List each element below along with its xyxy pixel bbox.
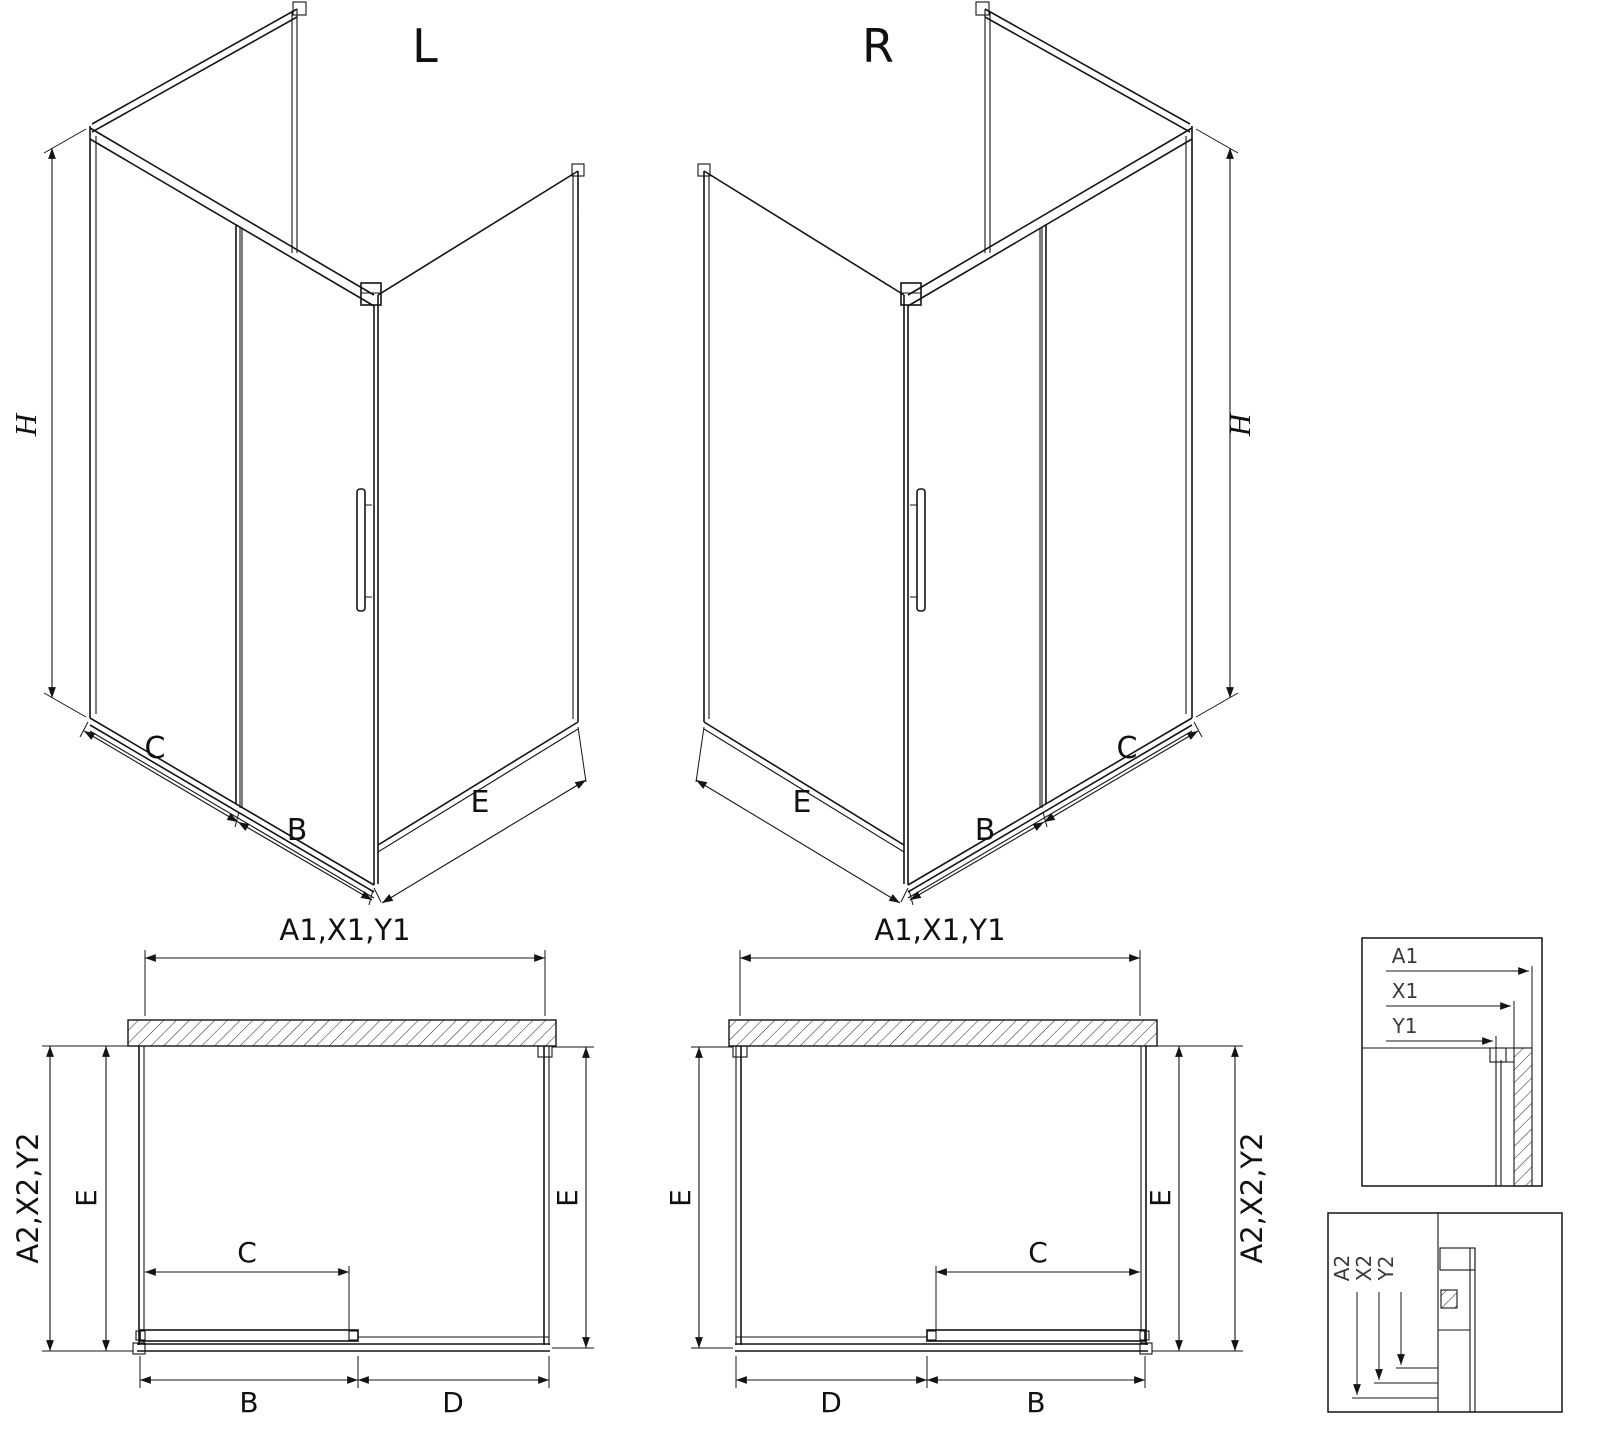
dim-label-c: C <box>1028 1236 1048 1269</box>
sliding-door-panel <box>235 224 375 885</box>
leader-a1: A1 <box>1386 944 1533 1048</box>
dimension-c: C <box>1042 721 1203 828</box>
dim-label-h: H <box>8 412 43 437</box>
left-glass-panel <box>132 1046 146 1355</box>
dim-label-c: C <box>1117 731 1138 766</box>
dimension-c: C <box>935 1236 1140 1332</box>
plan-view-right: A1,X1,Y1 A2,X2,Y2 E E C D <box>664 913 1269 1419</box>
bottom-rail <box>907 717 1193 899</box>
detail-label-a2: A2 <box>1330 1255 1354 1281</box>
dim-label-e: E <box>70 1189 103 1207</box>
sliding-door <box>135 1329 359 1342</box>
bottom-rail <box>89 717 375 899</box>
door-profile-section <box>1437 1213 1476 1412</box>
right-glass-panel <box>537 1045 553 1345</box>
leader-a2: A2 <box>1330 1255 1438 1399</box>
dimension-a2x2y2: A2,X2,Y2 <box>11 1045 134 1352</box>
back-corner-profile <box>1185 126 1193 718</box>
dim-label-e: E <box>793 785 812 820</box>
dimension-a2x2y2: A2,X2,Y2 <box>1151 1045 1269 1352</box>
dimension-e-right: E <box>1144 1046 1183 1351</box>
back-corner-profile <box>89 126 97 718</box>
sliding-door <box>926 1329 1150 1342</box>
top-rail <box>907 127 1193 307</box>
leader-y1: Y1 <box>1386 1014 1497 1060</box>
dimension-e-left: E <box>664 1046 733 1349</box>
dim-label-b: B <box>287 813 308 848</box>
dim-label-e: E <box>664 1189 697 1207</box>
detail-label-x2: X2 <box>1352 1255 1376 1281</box>
dim-label-c: C <box>145 731 166 766</box>
dimension-e-left: E <box>70 1046 110 1351</box>
dimension-b: B <box>926 1356 1146 1419</box>
top-rail <box>89 127 375 307</box>
view-title-right: R <box>862 19 894 73</box>
sliding-door-panel <box>907 224 1047 885</box>
front-track-and-fixed-glass <box>735 1336 1148 1352</box>
dim-label-e: E <box>551 1189 584 1207</box>
dimension-c: C <box>79 721 240 828</box>
dimension-a1x1y1: A1,X1,Y1 <box>739 913 1141 1016</box>
wall-section <box>728 1019 1158 1047</box>
right-glass-panel <box>1139 1046 1153 1355</box>
dim-label-d: D <box>442 1386 464 1419</box>
front-track-and-fixed-glass <box>137 1336 550 1352</box>
wall-section <box>127 1019 557 1047</box>
dim-label-a1x1y1: A1,X1,Y1 <box>874 913 1005 947</box>
dim-label-c: C <box>237 1236 257 1269</box>
dim-label-a2x2y2: A2,X2,Y2 <box>11 1132 45 1263</box>
dim-label-b: B <box>239 1386 258 1419</box>
detail-view-top: A1 X1 Y1 <box>1361 937 1543 1187</box>
dimension-h-left: H <box>8 128 87 718</box>
dimension-a1x1y1: A1,X1,Y1 <box>144 913 546 1016</box>
iso-view-left: L <box>8 1 587 906</box>
dimension-c: C <box>145 1236 350 1332</box>
dim-label-a2x2y2: A2,X2,Y2 <box>1235 1132 1269 1263</box>
leader-x1: X1 <box>1386 979 1515 1048</box>
dim-label-e: E <box>1144 1189 1177 1207</box>
view-title-left: L <box>412 19 438 73</box>
dimension-d: D <box>735 1356 927 1419</box>
detail-label-a1: A1 <box>1392 944 1418 968</box>
plan-view-left: A1,X1,Y1 A2,X2,Y2 E E C B <box>11 913 594 1419</box>
leader-x2: X2 <box>1352 1255 1438 1384</box>
dimension-d: D <box>358 1356 550 1419</box>
dim-label-d: D <box>820 1386 842 1419</box>
detail-label-y2: Y2 <box>1374 1256 1398 1282</box>
dimension-e-right: E <box>551 1046 594 1349</box>
side-glass-panel <box>697 163 905 884</box>
detail-view-bottom: A2 X2 Y2 <box>1327 1212 1563 1413</box>
door-handle <box>356 488 372 612</box>
dim-label-a1x1y1: A1,X1,Y1 <box>279 913 410 947</box>
dimension-e: E <box>373 726 587 904</box>
detail-label-y1: Y1 <box>1392 1014 1418 1038</box>
dimension-b: B <box>908 813 1045 906</box>
dim-label-b: B <box>975 813 996 848</box>
iso-view-right: R <box>695 1 1257 906</box>
leader-y2: Y2 <box>1374 1256 1438 1369</box>
back-glass-panel <box>91 1 307 253</box>
dimension-h-right: H <box>1195 128 1257 718</box>
dim-label-h: H <box>1222 412 1257 437</box>
left-glass-panel <box>732 1045 748 1345</box>
dimension-e: E <box>695 726 909 904</box>
detail-label-x1: X1 <box>1392 979 1418 1003</box>
dim-label-e: E <box>471 785 490 820</box>
dim-label-b: B <box>1026 1386 1045 1419</box>
back-glass-panel <box>975 1 1191 253</box>
wall-profile-section <box>1362 1047 1533 1187</box>
door-handle <box>910 488 926 612</box>
dimension-b: B <box>139 1356 359 1419</box>
side-glass-panel <box>377 163 585 884</box>
dimension-b: B <box>237 813 374 906</box>
